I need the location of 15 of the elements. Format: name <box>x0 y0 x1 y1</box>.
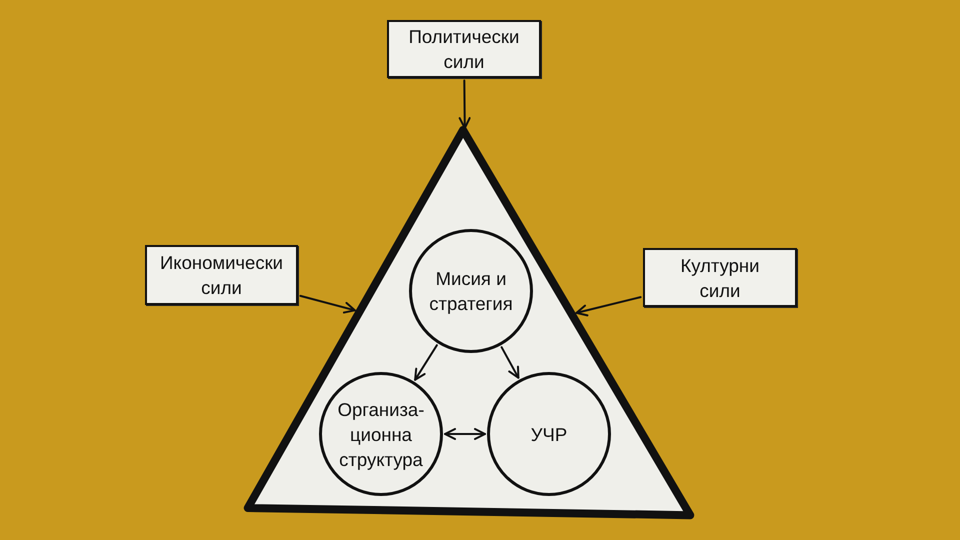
node-text: Мисия и стратегия <box>428 267 514 316</box>
node-text: УЧР <box>530 422 568 446</box>
arrow <box>576 296 642 316</box>
text-box <box>145 245 298 305</box>
text-box <box>387 20 541 78</box>
node-text: Икономически сили <box>158 251 284 300</box>
node-text: Политически сили <box>408 25 520 74</box>
arrow <box>500 346 520 379</box>
arrow <box>458 80 471 130</box>
arrow <box>414 344 438 381</box>
node-text: Културни сили <box>680 254 760 302</box>
arrow <box>299 294 356 314</box>
text-box <box>643 248 797 307</box>
node-text: Организа- ционна структура <box>336 398 426 472</box>
arrow <box>444 428 486 440</box>
